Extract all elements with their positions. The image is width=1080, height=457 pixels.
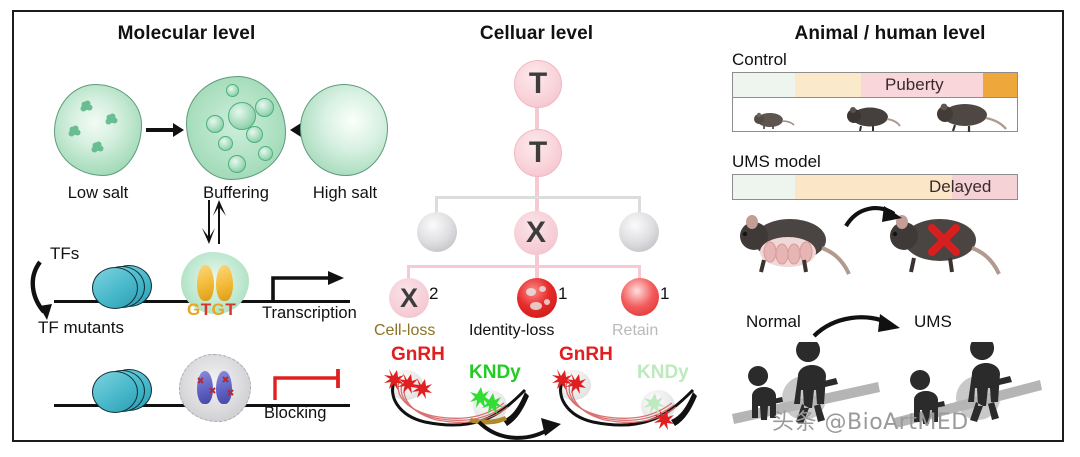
cell-buffering: [186, 76, 286, 180]
lineage-cell-t1: T: [514, 60, 562, 108]
lineage-branch-lower-left-drop: [407, 265, 410, 281]
panel-molecular-level: Molecular level Low salt Buffering: [14, 12, 388, 440]
label-blocking: Blocking: [264, 404, 327, 422]
transcription-start-arrow-icon: [271, 271, 344, 302]
fate-retain-label: Retain: [612, 322, 659, 339]
neuron-diagram-intact: GnRH KNDy: [373, 344, 541, 436]
seesaw-normal: [728, 338, 888, 434]
lineage-sibling-right: [619, 212, 659, 252]
seesaw-ums: [890, 336, 1050, 434]
arrow-mouse-transition: [844, 206, 902, 228]
motif-letter-t1: T: [200, 300, 212, 319]
lineage-cell-x: X: [514, 211, 558, 255]
label-ums: UMS: [914, 312, 952, 331]
fate-retain-cell: [621, 278, 659, 316]
label-control: Control: [732, 50, 787, 69]
label-gnrh-left: GnRH: [391, 344, 445, 365]
label-tfs: TFs: [50, 244, 80, 263]
fate-cell-loss-label: Cell-loss: [374, 322, 436, 339]
lineage-sibling-left: [417, 212, 457, 252]
fate-identity-loss-count: 1: [558, 284, 568, 303]
label-buffering: Buffering: [203, 184, 269, 202]
label-transcription: Transcription: [262, 304, 357, 322]
lineage-cell-t2: T: [514, 129, 562, 177]
timeline-control: Puberty: [732, 72, 1018, 98]
tf-complex-mutant: [179, 354, 251, 422]
watermark-text: 头条 @BioArtMED: [772, 410, 969, 435]
equilibrium-arrow-icon: [202, 200, 226, 244]
lineage-branch-lower: [407, 265, 641, 268]
mouse-icon-juvenile: [754, 112, 795, 129]
motif-letter-g1: G: [187, 300, 201, 319]
panel-cellular-level: Celluar level T T X X 2 Cell-loss 1 Iden…: [359, 12, 714, 440]
mouse-icon-adult: [937, 103, 1007, 132]
mouse-row-control: [732, 98, 1018, 132]
mutation-marks-icon: [197, 376, 234, 396]
label-high-salt: High salt: [312, 184, 378, 202]
label-puberty: Puberty: [885, 75, 944, 94]
neuron-diagram-depleted: GnRH KNDy: [541, 344, 709, 436]
figure-frame: Molecular level Low salt Buffering: [12, 10, 1064, 442]
tf-complex-active: [181, 252, 249, 314]
lineage-branch-upper-left-drop: [435, 196, 438, 214]
label-gnrh-right: GnRH: [559, 344, 613, 365]
lineage-branch-lower-right-drop: [638, 265, 641, 281]
axon-tract-left: [384, 369, 529, 427]
motif-letter-t2: T: [225, 300, 237, 319]
mouse-icon-adolescent: [847, 107, 901, 131]
nucleosome-active: [92, 264, 154, 309]
label-kndy-left: KNDy: [469, 362, 521, 383]
label-delayed: Delayed: [929, 177, 992, 196]
panel-title-cellular: Celluar level: [479, 23, 594, 44]
blocking-symbol-icon: [273, 369, 340, 400]
panel-title-molecular: Molecular level: [117, 23, 256, 44]
arrow-tf-to-mutant: [30, 260, 52, 320]
label-ums-model: UMS model: [732, 152, 821, 171]
label-low-salt: Low salt: [67, 184, 129, 202]
fate-cell-loss-marker: X: [389, 278, 429, 318]
motif-gtgt: GTGT: [187, 300, 236, 320]
fate-identity-loss-label: Identity-loss: [469, 322, 555, 339]
fate-retain-count: 1: [660, 284, 670, 303]
lineage-branch-upper: [435, 196, 641, 199]
panel-animal-human-level: Animal / human level Control Puberty: [714, 12, 1066, 440]
label-kndy-right: KNDy: [637, 362, 689, 383]
lineage-trunk: [535, 107, 539, 292]
label-tf-mutants: TF mutants: [38, 318, 124, 337]
lineage-branch-upper-right-drop: [638, 196, 641, 214]
cell-high-salt: [300, 84, 388, 176]
axon-tract-right: [552, 369, 697, 430]
label-normal: Normal: [746, 312, 801, 331]
fate-cell-loss-count: 2: [429, 284, 439, 303]
fate-identity-loss-cell: [517, 278, 557, 318]
arrow-normal-to-ums: [812, 314, 900, 338]
mouse-pregnant-icon: [740, 215, 851, 275]
timeline-ums: Delayed: [732, 174, 1018, 200]
motif-letter-g2: G: [211, 300, 226, 319]
arrow-neuron-transition: [477, 418, 561, 440]
nucleosome-blocked: [92, 368, 154, 413]
cell-low-salt: [54, 84, 142, 176]
panel-title-animal: Animal / human level: [794, 23, 986, 44]
